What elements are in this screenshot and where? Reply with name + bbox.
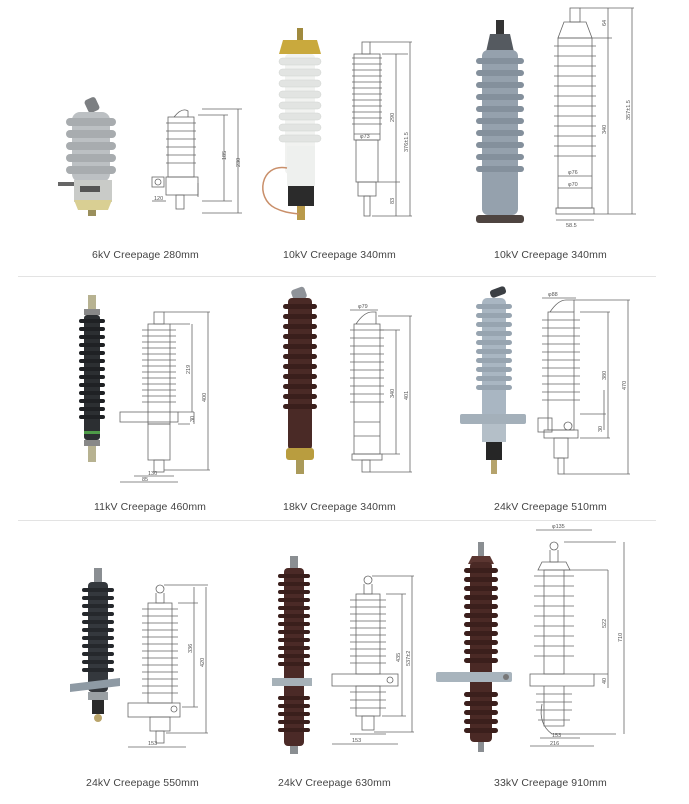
svg-text:376±1.5: 376±1.5 (404, 132, 410, 152)
svg-text:357±1.5: 357±1.5 (626, 100, 632, 120)
product-caption: 33kV Creepage 910mm (494, 777, 607, 789)
technical-drawing-24kv-b: 336 420 153 (127, 584, 208, 748)
svg-text:φ76: φ76 (568, 170, 578, 176)
svg-text:64: 64 (602, 20, 608, 26)
arrester-photo-11kv (79, 295, 105, 462)
row-divider (18, 520, 656, 521)
product-caption: 10kV Creepage 340mm (283, 249, 396, 261)
technical-drawing-10kv-b: 64 340 357±1.5 φ76 φ70 58.5 (554, 7, 636, 229)
svg-text:153: 153 (148, 741, 157, 747)
svg-text:120: 120 (154, 196, 163, 202)
svg-text:340: 340 (602, 125, 608, 134)
svg-text:522: 522 (602, 619, 608, 628)
svg-text:230: 230 (236, 158, 242, 167)
svg-text:φ70: φ70 (568, 182, 578, 188)
svg-text:435: 435 (396, 653, 402, 662)
product-caption: 24kV Creepage 550mm (86, 777, 199, 789)
svg-text:340: 340 (390, 389, 396, 398)
technical-drawing-24kv-c: 435 537±2 153 (331, 575, 414, 745)
arrester-photo-18kv (283, 286, 317, 474)
arrester-photo-24kv-c (272, 556, 312, 754)
technical-drawing-24kv-a: φ88 380 470 30 (537, 292, 630, 475)
arrester-photo-10kv-b (476, 20, 524, 223)
product-caption: 24kV Creepage 510mm (494, 501, 607, 513)
product-caption: 18kV Creepage 340mm (283, 501, 396, 513)
svg-text:219: 219 (186, 365, 192, 374)
svg-text:130: 130 (148, 471, 157, 477)
svg-text:420: 420 (200, 658, 206, 667)
svg-text:185: 185 (222, 151, 228, 160)
svg-text:30: 30 (190, 416, 196, 422)
svg-text:83: 83 (390, 198, 396, 204)
technical-drawing-11kv: 219 400 30 130 85 (119, 311, 210, 483)
product-caption: 24kV Creepage 630mm (278, 777, 391, 789)
arrester-photo-10kv-a (262, 28, 322, 220)
svg-text:153: 153 (552, 733, 561, 739)
svg-text:401: 401 (404, 391, 410, 400)
arrester-photo-6kv (58, 97, 116, 216)
svg-text:380: 380 (602, 371, 608, 380)
svg-text:710: 710 (618, 633, 624, 642)
svg-text:φ79: φ79 (358, 304, 368, 310)
svg-text:336: 336 (188, 644, 194, 653)
product-caption: 11kV Creepage 460mm (94, 501, 207, 513)
svg-text:φ88: φ88 (548, 292, 558, 298)
svg-text:30: 30 (598, 426, 604, 432)
technical-drawing-33kv: φ135 522 710 40 153 216 (529, 524, 625, 747)
svg-text:58.5: 58.5 (566, 223, 577, 229)
svg-text:537±2: 537±2 (406, 651, 412, 666)
svg-text:290: 290 (390, 113, 396, 122)
arrester-photo-33kv (436, 542, 512, 752)
svg-text:φ73: φ73 (360, 134, 370, 140)
svg-text:40: 40 (602, 678, 608, 684)
row-divider (18, 276, 656, 277)
svg-text:153: 153 (352, 738, 361, 744)
arrester-photo-24kv-a (460, 286, 526, 474)
product-caption: 6kV Creepage 280mm (92, 249, 199, 261)
technical-drawing-6kv: 185 230 120 (151, 108, 242, 214)
svg-text:216: 216 (550, 741, 559, 747)
technical-drawing-10kv-a: φ73 290 83 376±1.5 (352, 41, 412, 217)
svg-text:400: 400 (202, 393, 208, 402)
product-caption: 10kV Creepage 340mm (494, 249, 607, 261)
technical-drawing-18kv: φ79 340 401 (350, 304, 412, 473)
svg-text:φ135: φ135 (552, 524, 565, 530)
svg-text:470: 470 (622, 381, 628, 390)
arrester-photo-24kv-b (70, 568, 120, 722)
svg-text:85: 85 (142, 477, 148, 483)
